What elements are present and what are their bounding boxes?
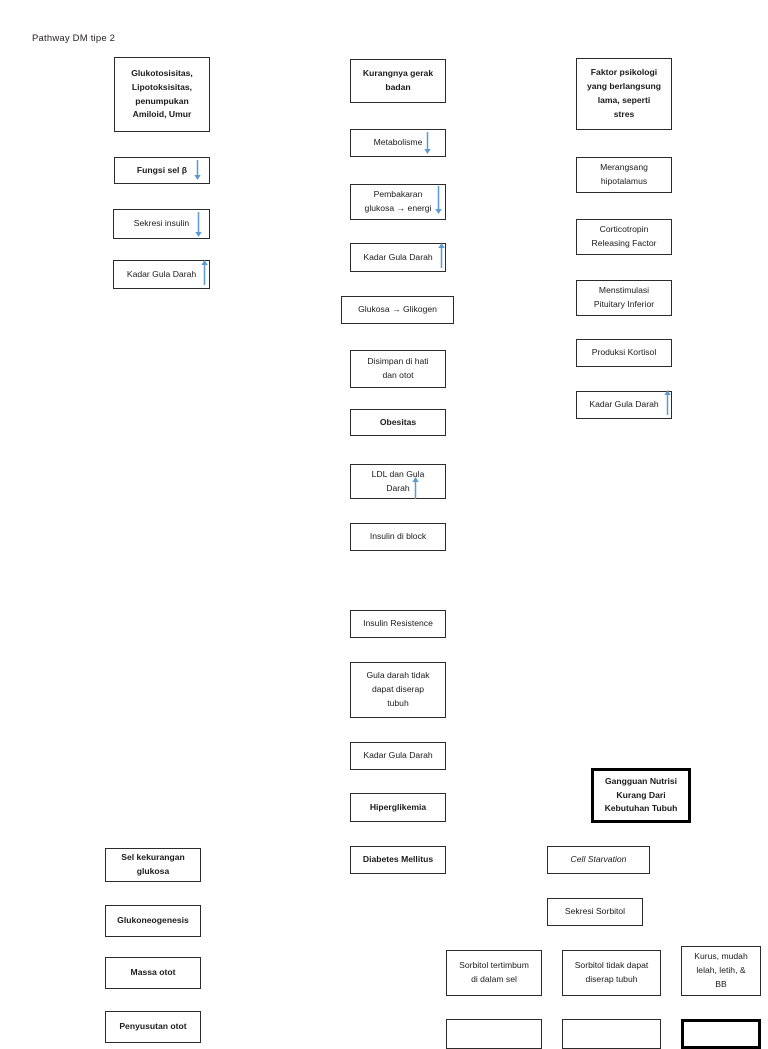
- node-cell-starvation[interactable]: Cell Starvation: [547, 846, 650, 874]
- node-kadar-gula-darah-kiri[interactable]: Kadar Gula Darah: [113, 260, 210, 289]
- node-obesitas[interactable]: Obesitas: [350, 409, 446, 436]
- node-glukotoksisitas[interactable]: Glukotosisitas, Lipotoksisitas, penumpuk…: [114, 57, 210, 132]
- node-label: LDL dan Gula Darah: [371, 468, 425, 493]
- node-label: Penyusutan otot: [119, 1021, 187, 1032]
- node-label: Produksi Kortisol: [591, 347, 657, 358]
- node-sel-kekurangan-glukosa[interactable]: Sel kekurangan glukosa: [105, 848, 201, 882]
- node-label: Sorbitol tidak dapat diserap tubuh: [574, 960, 649, 984]
- node-penyusutan-otot[interactable]: Penyusutan otot: [105, 1011, 201, 1043]
- node-sorbitol-tidak-diserap[interactable]: Sorbitol tidak dapat diserap tubuh: [562, 950, 661, 996]
- node-label: Kurus, mudah lelah, letih, & BB: [694, 951, 748, 989]
- node-label: Kadar Gula Darah: [589, 399, 659, 410]
- node-label: Sorbitol tertimbum di dalam sel: [459, 960, 529, 984]
- node-label: Kadar Gula Darah: [363, 251, 433, 262]
- node-label: Cell Starvation: [570, 854, 627, 865]
- node-disimpan-di-hati[interactable]: Disimpan di hati dan otot: [350, 350, 446, 388]
- node-label: Obesitas: [379, 416, 417, 427]
- node-gangguan-nutrisi[interactable]: Gangguan Nutrisi Kurang Dari Kebutuhan T…: [591, 768, 691, 823]
- node-label: Kurangnya gerak badan: [362, 68, 434, 92]
- node-kadar-gula-darah-tengah-2[interactable]: Kadar Gula Darah: [350, 742, 446, 770]
- node-insulin-di-block[interactable]: Insulin di block: [350, 523, 446, 551]
- node-label: Kadar Gula Darah: [363, 750, 433, 761]
- node-kadar-gula-darah-tengah-1[interactable]: Kadar Gula Darah: [350, 243, 446, 272]
- node-metabolisme[interactable]: Metabolisme: [350, 129, 446, 157]
- node-label: Sel kekurangan glukosa: [121, 852, 185, 876]
- node-sekresi-insulin[interactable]: Sekresi insulin: [113, 209, 210, 239]
- node-menstimulasi-pituitary-inferior[interactable]: Menstimulasi Pituitary Inferior: [576, 280, 672, 316]
- node-label: Disimpan di hati dan otot: [367, 356, 429, 380]
- node-label: Gula darah tidak dapat diserap tubuh: [366, 670, 430, 708]
- node-label: Glukoneogenesis: [117, 915, 189, 926]
- node-label: Diabetes Mellitus: [362, 854, 434, 865]
- node-label: Faktor psikologi yang berlangsung lama, …: [586, 67, 661, 119]
- node-kurangnya-gerak-badan[interactable]: Kurangnya gerak badan: [350, 59, 446, 103]
- node-label: Pembakaran glukosa → energi: [364, 189, 432, 213]
- node-pembakaran-glukosa[interactable]: Pembakaran glukosa → energi: [350, 184, 446, 220]
- node-sekresi-sorbitol[interactable]: Sekresi Sorbitol: [547, 898, 643, 926]
- node-ldl-dan-gula-darah[interactable]: LDL dan Gula Darah: [350, 464, 446, 499]
- node-glukosa-glikogen[interactable]: Glukosa → Glikogen: [341, 296, 454, 324]
- node-label: Massa otot: [130, 967, 176, 978]
- node-label: Merangsang hipotalamus: [600, 162, 648, 186]
- node-kadar-gula-darah-kanan[interactable]: Kadar Gula Darah: [576, 391, 672, 419]
- node-sorbitol-tertimbun[interactable]: Sorbitol tertimbum di dalam sel: [446, 950, 542, 996]
- node-diabetes-mellitus[interactable]: Diabetes Mellitus: [350, 846, 446, 874]
- node-corticotropin-releasing-factor[interactable]: Corticotropin Releasing Factor: [576, 219, 672, 255]
- node-gula-darah-tidak-diserap[interactable]: Gula darah tidak dapat diserap tubuh: [350, 662, 446, 718]
- node-glukoneogenesis[interactable]: Glukoneogenesis: [105, 905, 201, 937]
- page-title: Pathway DM tipe 2: [32, 33, 116, 44]
- node-label: Corticotropin Releasing Factor: [591, 224, 657, 248]
- node-label: Glukosa → Glikogen: [358, 304, 437, 315]
- node-fungsi-sel-beta[interactable]: Fungsi sel β: [114, 157, 210, 184]
- pathway-diagram-canvas: Pathway DM tipe 2 Glukotosisitas, Lipoto…: [32, 33, 761, 1049]
- node-merangsang-hipotalamus[interactable]: Merangsang hipotalamus: [576, 157, 672, 193]
- node-produksi-kortisol[interactable]: Produksi Kortisol: [576, 339, 672, 367]
- node-label: Insulin di block: [369, 531, 427, 542]
- node-label: Menstimulasi Pituitary Inferior: [593, 285, 655, 309]
- node-massa-otot[interactable]: Massa otot: [105, 957, 201, 989]
- node-label: Metabolisme: [373, 137, 423, 148]
- node-label: Sekresi insulin: [133, 218, 190, 229]
- node-hiperglikemia[interactable]: Hiperglikemia: [350, 793, 446, 822]
- node-label: Hiperglikemia: [369, 801, 427, 812]
- node-label: Kadar Gula Darah: [126, 268, 197, 279]
- node-label: Fungsi sel β: [136, 164, 188, 175]
- node-label: Insulin Resistence: [363, 618, 433, 629]
- node-label: Gangguan Nutrisi Kurang Dari Kebutuhan T…: [604, 775, 678, 814]
- node-kurus-mudah-lelah[interactable]: Kurus, mudah lelah, letih, & BB: [681, 946, 761, 996]
- node-insulin-resistence[interactable]: Insulin Resistence: [350, 610, 446, 638]
- node-label: Glukotosisitas, Lipotoksisitas, penumpuk…: [131, 67, 193, 120]
- node-label: Sekresi Sorbitol: [564, 906, 626, 917]
- node-faktor-psikologi[interactable]: Faktor psikologi yang berlangsung lama, …: [576, 58, 672, 130]
